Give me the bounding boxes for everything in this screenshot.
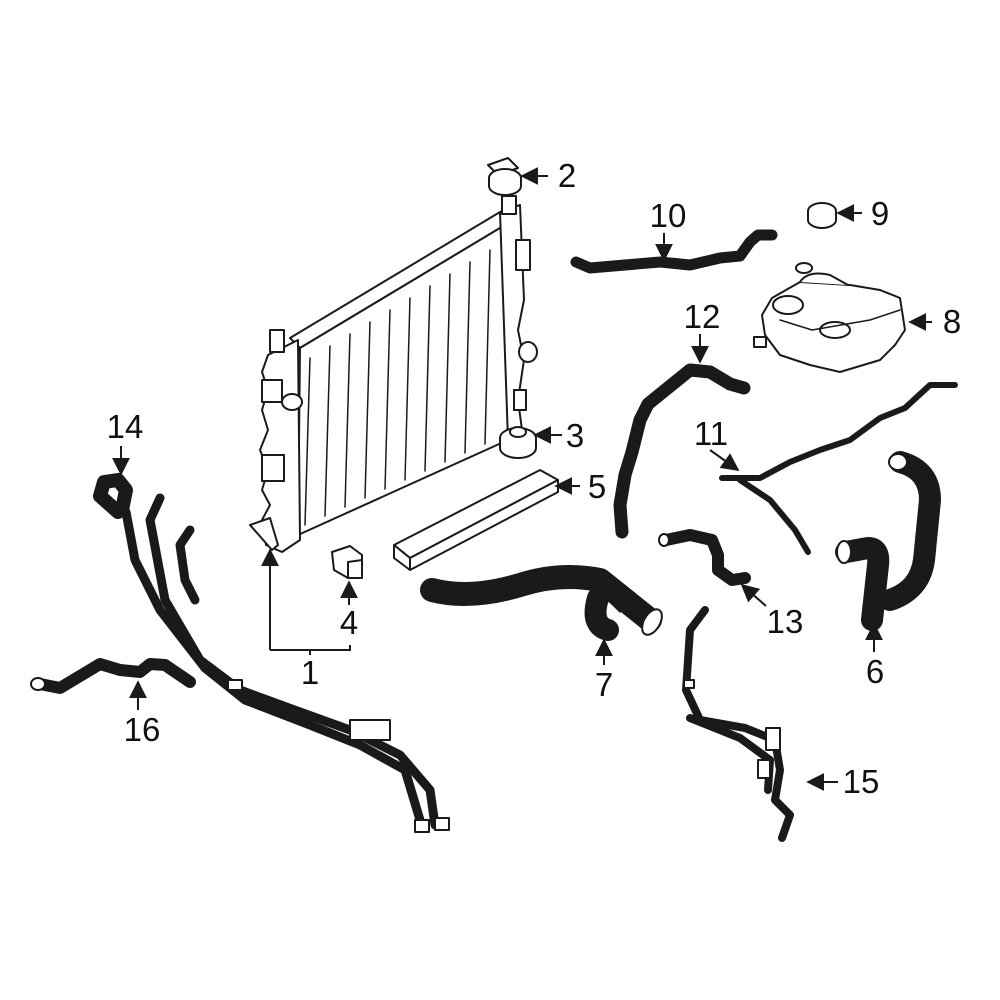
callout-7: 7 [595, 666, 613, 703]
callout-14: 14 [107, 408, 144, 445]
heater-hose[interactable] [658, 529, 751, 586]
bracket[interactable] [331, 545, 363, 579]
lower-hose[interactable] [835, 451, 941, 631]
callout-9: 9 [871, 195, 889, 232]
radiator-hose[interactable] [420, 564, 666, 641]
callout-6: 6 [866, 653, 884, 690]
callout-15: 15 [843, 763, 880, 800]
callout-13: 13 [767, 603, 804, 640]
lower-mount[interactable] [499, 426, 537, 459]
upper-mount[interactable] [487, 157, 522, 196]
air-deflector[interactable] [393, 469, 559, 571]
callout-2: 2 [558, 157, 576, 194]
callout-10: 10 [650, 197, 687, 234]
callout-16: 16 [124, 711, 161, 748]
callout-4: 4 [340, 604, 358, 641]
callout-3: 3 [566, 417, 584, 454]
callout-labels: 1 2 3 4 5 6 7 8 9 10 11 12 13 14 15 16 [107, 157, 962, 800]
callout-12: 12 [684, 298, 721, 335]
callout-11: 11 [694, 415, 728, 452]
callout-5: 5 [588, 468, 606, 505]
overflow-hose[interactable] [570, 229, 778, 274]
coolant-tube-assembly[interactable] [682, 606, 794, 842]
coolant-reservoir[interactable] [753, 262, 906, 373]
leader-lines [112, 167, 932, 791]
reservoir-cap[interactable] [807, 202, 837, 229]
vent-line[interactable] [719, 382, 958, 555]
callout-8: 8 [943, 303, 961, 340]
callout-1: 1 [301, 654, 319, 691]
cooler-lines[interactable] [93, 473, 450, 833]
radiator[interactable] [249, 195, 538, 553]
highlighted-hose[interactable] [613, 363, 751, 539]
small-hose[interactable] [30, 658, 196, 694]
